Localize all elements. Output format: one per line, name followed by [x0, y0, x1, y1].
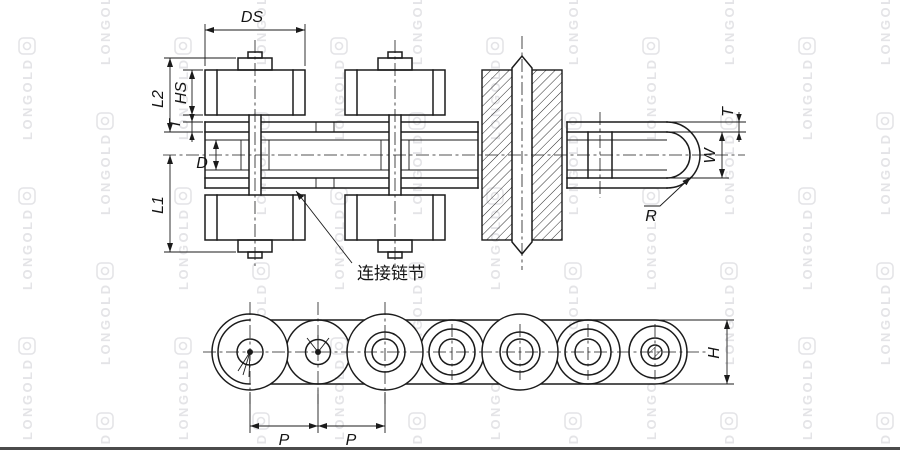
watermark-stamp: [876, 262, 894, 366]
connecting-link-callout: 连接链节: [295, 190, 425, 284]
watermark-stamp: [720, 262, 738, 366]
watermark-layer: [18, 0, 894, 450]
dimension-l1: L1: [150, 155, 173, 252]
label-p-left: P: [279, 432, 290, 449]
dimension-h: H: [657, 319, 734, 385]
section-view: DS HS T L2: [150, 9, 746, 284]
watermark-stamp: [720, 412, 738, 450]
label-l1: L1: [150, 196, 167, 214]
bottom-border: [0, 447, 900, 450]
watermark-stamp: [564, 0, 582, 66]
dimension-t-right: T: [720, 106, 742, 142]
watermark-stamp: [408, 112, 426, 216]
watermark-stamp: [18, 187, 36, 291]
watermark-stamp: [96, 262, 114, 366]
dimension-l2: L2: [150, 58, 173, 132]
dimension-p: P P: [249, 390, 386, 449]
label-t-right: T: [720, 106, 737, 117]
watermark-stamp: [798, 37, 816, 141]
watermark-stamp: [642, 187, 660, 291]
watermark-stamp: [876, 0, 894, 66]
label-p-right: P: [346, 432, 357, 449]
dimension-hs: HS: [173, 70, 195, 115]
watermark-stamp: [252, 412, 270, 450]
watermark-stamp: [798, 187, 816, 291]
dimensions-top: DS HS T L2: [150, 9, 746, 253]
watermark-stamp: [720, 0, 738, 66]
watermark-stamp: [408, 0, 426, 66]
dimension-t-left: T: [167, 112, 195, 142]
label-ds: DS: [241, 9, 264, 26]
dimension-w: W: [702, 132, 725, 178]
watermark-stamp: [18, 337, 36, 441]
center-lines-bottom: [203, 302, 706, 404]
watermark-stamp: [18, 37, 36, 141]
watermark-stamp: [96, 412, 114, 450]
label-d: D: [196, 155, 208, 172]
watermark-stamp: [174, 337, 192, 441]
watermark-stamp: [96, 112, 114, 216]
side-view: P P H: [203, 302, 734, 449]
label-h: H: [706, 347, 723, 359]
label-r: R: [645, 208, 657, 225]
label-t-left: T: [167, 118, 184, 129]
label-connecting-link: 连接链节: [357, 264, 425, 284]
watermark-stamp: [876, 412, 894, 450]
watermark-stamp: [798, 337, 816, 441]
radius-leader: R: [644, 176, 692, 225]
watermark-stamp: [642, 37, 660, 141]
plate-end-inner-arc: [666, 131, 691, 179]
label-hs: HS: [173, 82, 190, 105]
watermark-stamp: [876, 112, 894, 216]
plate-group-right: [566, 121, 701, 189]
center-lines-top: [163, 36, 745, 270]
dimension-d: D: [196, 140, 219, 172]
watermark-stamp: [720, 112, 738, 216]
watermark-stamp: [174, 187, 192, 291]
label-w: W: [702, 147, 719, 164]
dimension-ds: DS: [204, 9, 306, 66]
watermark-stamp: [96, 0, 114, 66]
watermark-stamp: [564, 412, 582, 450]
watermark-stamp: [330, 337, 348, 441]
watermark-stamp: [408, 412, 426, 450]
label-l2: L2: [150, 90, 167, 108]
